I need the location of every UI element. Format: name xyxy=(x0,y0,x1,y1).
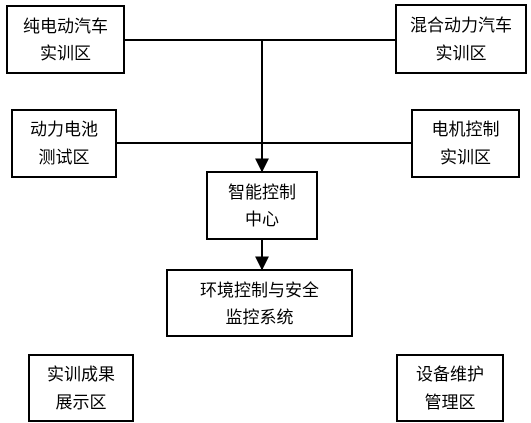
box-equipment-line1: 设备维护 xyxy=(416,365,484,385)
box-hybrid-line1: 混合动力汽车 xyxy=(410,16,512,36)
box-motor-line1: 电机控制 xyxy=(432,120,500,140)
box-results-line1: 实训成果 xyxy=(47,365,115,385)
box-intelligent-control-center: 智能控制 中心 xyxy=(206,171,318,240)
box-hybrid-training: 混合动力汽车 实训区 xyxy=(395,4,527,74)
box-pure-ev-line1: 纯电动汽车 xyxy=(23,17,108,37)
box-motor-line2: 实训区 xyxy=(440,148,491,168)
box-motor-control-training: 电机控制 实训区 xyxy=(411,109,520,178)
box-env-safety-line1: 环境控制与安全 xyxy=(200,281,319,301)
box-hybrid-line2: 实训区 xyxy=(436,44,487,64)
box-battery-line2: 测试区 xyxy=(39,148,90,168)
box-battery-line1: 动力电池 xyxy=(30,120,98,140)
box-training-results-display: 实训成果 展示区 xyxy=(28,354,134,422)
box-control-center-line1: 智能控制 xyxy=(228,183,296,203)
box-equipment-line2: 管理区 xyxy=(425,393,476,413)
box-equipment-maintenance: 设备维护 管理区 xyxy=(396,354,504,422)
box-pure-ev-line2: 实训区 xyxy=(40,44,91,64)
box-env-safety-line2: 监控系统 xyxy=(226,308,294,328)
box-control-center-line2: 中心 xyxy=(245,210,279,230)
box-battery-test: 动力电池 测试区 xyxy=(11,109,117,178)
box-pure-ev-training: 纯电动汽车 实训区 xyxy=(6,5,125,74)
box-results-line2: 展示区 xyxy=(56,393,107,413)
box-environment-safety-monitoring: 环境控制与安全 监控系统 xyxy=(166,269,353,337)
